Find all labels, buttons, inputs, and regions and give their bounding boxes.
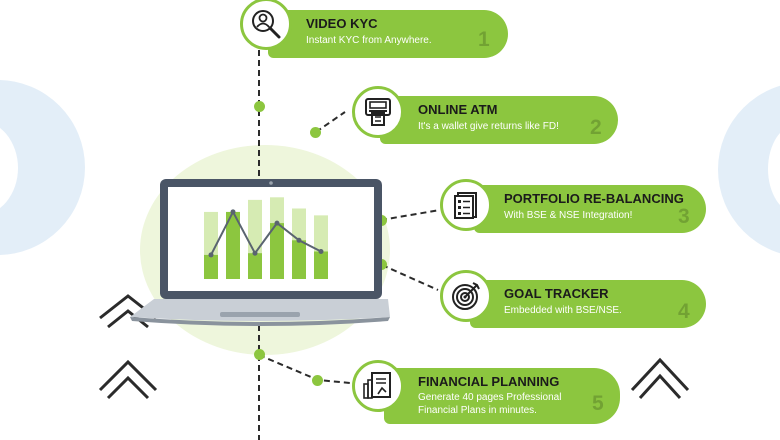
step-number: 4	[678, 300, 690, 323]
step-title: PORTFOLIO RE-BALANCING	[504, 191, 684, 206]
step-title: GOAL TRACKER	[504, 286, 609, 301]
laptop-chart-bar-fill	[248, 253, 262, 279]
step-card-2: ONLINE ATM It's a wallet give returns li…	[380, 96, 618, 144]
step-description-line2: Financial Plans in minutes.	[418, 405, 537, 416]
step-card-4: GOAL TRACKER Embedded with BSE/NSE. 4	[470, 280, 706, 328]
step-title: FINANCIAL PLANNING	[418, 374, 560, 389]
laptop-chart-bar-fill	[314, 251, 328, 279]
step-title: ONLINE ATM	[418, 102, 498, 117]
timeline-dot	[254, 349, 265, 360]
laptop-chart-point	[318, 248, 324, 254]
laptop-chart-line	[210, 209, 322, 256]
target-arrow-icon	[440, 270, 492, 322]
laptop-chart-point	[296, 237, 302, 243]
laptop-chart-bar-fill	[270, 223, 284, 279]
step-number: 5	[592, 392, 604, 415]
step-card-3: PORTFOLIO RE-BALANCING With BSE & NSE In…	[474, 185, 706, 233]
step-number: 2	[590, 116, 602, 139]
step-description: It's a wallet give returns like FD!	[418, 121, 559, 132]
step-card-5: FINANCIAL PLANNING Generate 40 pages Pro…	[384, 368, 620, 424]
laptop-screen-chart	[204, 197, 328, 279]
laptop-chart-bar-fill	[226, 211, 240, 279]
video-kyc-search-user-icon	[240, 0, 292, 50]
laptop-chart-point	[252, 250, 258, 256]
step-description: Instant KYC from Anywhere.	[306, 35, 432, 46]
step-description: Generate 40 pages Professional	[418, 392, 562, 403]
laptop-chart-point	[274, 220, 280, 226]
laptop-chart-bar-fill	[204, 254, 218, 279]
step-number: 1	[478, 28, 490, 51]
financial-plan-report-icon	[352, 360, 404, 412]
laptop-chart-bar-fill	[292, 240, 306, 279]
step-description: With BSE & NSE Integration!	[504, 210, 633, 221]
timeline-dot	[310, 127, 321, 138]
laptop-chart-point	[208, 252, 214, 258]
step-title: VIDEO KYC	[306, 16, 378, 31]
laptop-illustration	[130, 179, 390, 326]
checklist-document-icon	[440, 179, 492, 231]
atm-machine-icon	[352, 86, 404, 138]
timeline-dot	[312, 375, 323, 386]
step-card-1: VIDEO KYC Instant KYC from Anywhere. 1	[268, 10, 508, 58]
timeline-dot	[254, 101, 265, 112]
step-number: 3	[678, 205, 690, 228]
laptop-chart-point	[230, 209, 236, 215]
step-description: Embedded with BSE/NSE.	[504, 305, 622, 316]
